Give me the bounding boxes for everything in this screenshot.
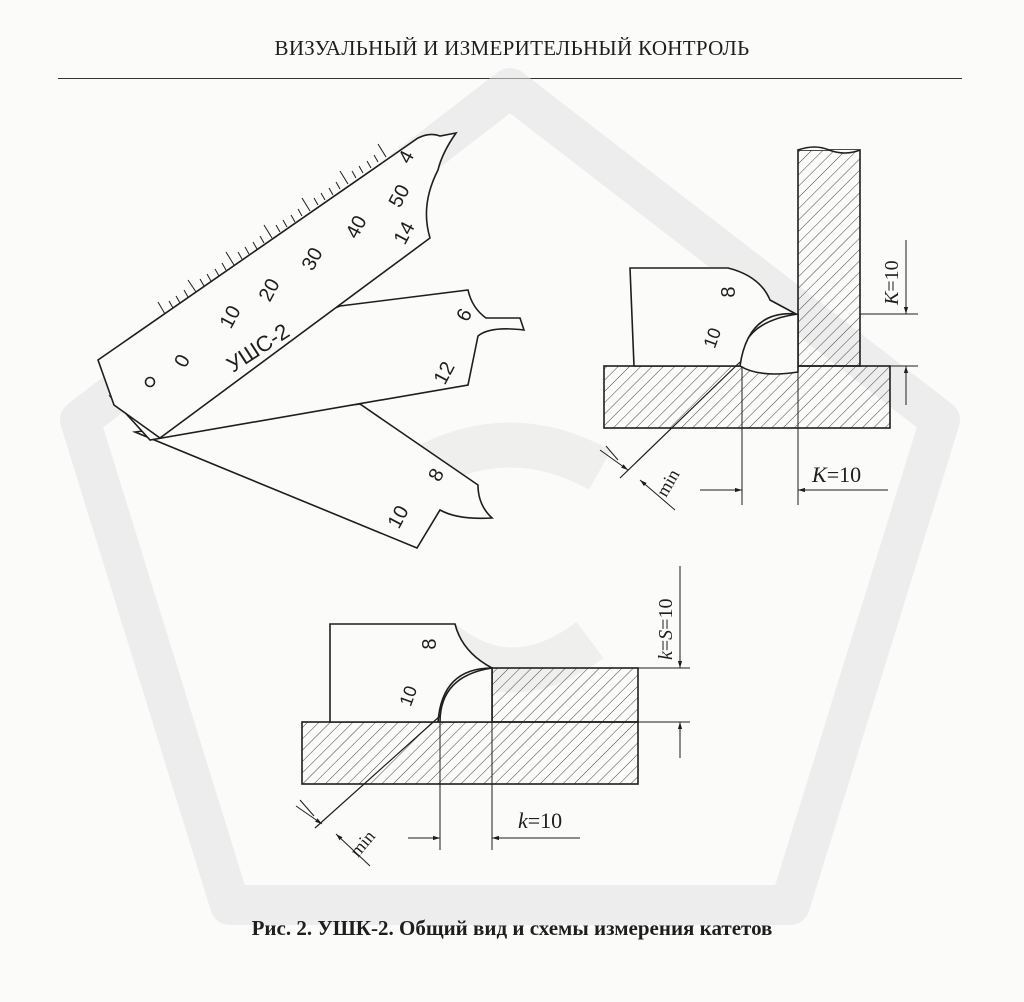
scheme-tee-joint bbox=[599, 146, 918, 511]
scheme-lap-joint bbox=[295, 566, 690, 867]
base-plate-bottom bbox=[301, 721, 639, 785]
weld-bead-bottom bbox=[439, 667, 493, 723]
tee-template-label-8: 8 bbox=[718, 286, 740, 297]
template-bottom bbox=[329, 623, 493, 723]
tee-dim-vertical: K=10 bbox=[881, 260, 903, 306]
template-top bbox=[629, 267, 797, 367]
vertical-plate bbox=[797, 149, 861, 367]
upper-plate bbox=[491, 667, 639, 723]
gauge-blade-middle bbox=[108, 289, 526, 441]
gauge-ruler bbox=[97, 131, 458, 439]
gauge-blade-lower bbox=[131, 403, 494, 550]
tee-dim-horizontal: K=10 bbox=[811, 462, 861, 487]
lap-template-label-8: 8 bbox=[419, 638, 441, 649]
base-plate-top bbox=[603, 365, 891, 429]
gauge-pivot bbox=[144, 376, 156, 388]
lap-dim-horizontal: k=10 bbox=[518, 808, 562, 833]
gauge-general-view bbox=[97, 131, 526, 550]
lap-dim-vertical: k=S=10 bbox=[655, 599, 677, 660]
gauge-scale-ticks bbox=[157, 143, 387, 315]
lap-min-label: min bbox=[346, 826, 379, 860]
running-title: ВИЗУАЛЬНЫЙ И ИЗМЕРИТЕЛЬНЫЙ КОНТРОЛЬ bbox=[274, 36, 750, 60]
figure-caption: Рис. 2. УШК-2. Общий вид и схемы измерен… bbox=[251, 916, 773, 940]
